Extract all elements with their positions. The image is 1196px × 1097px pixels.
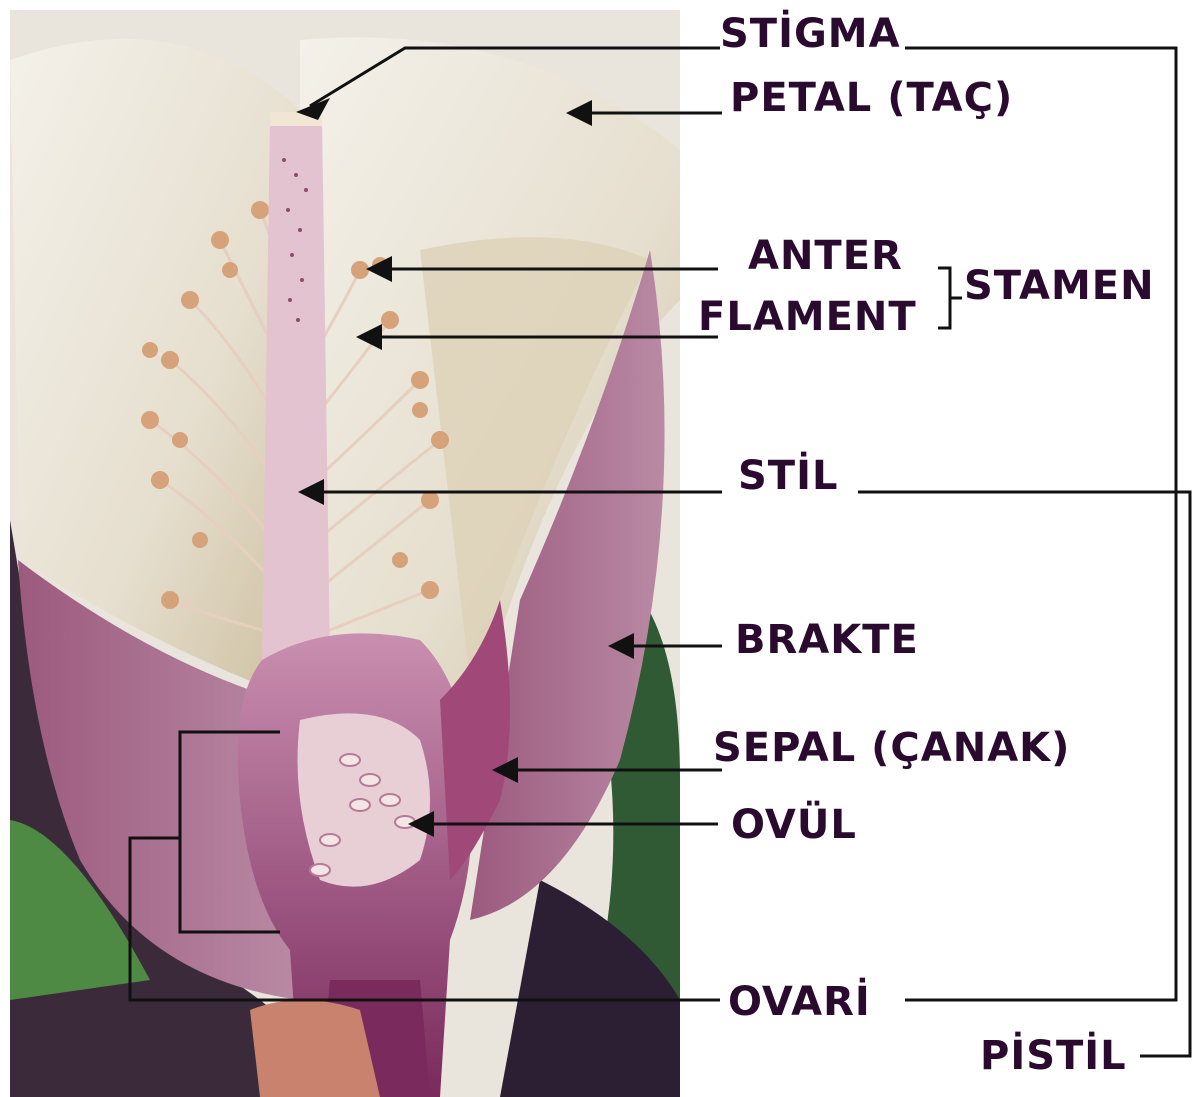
style-column (262, 118, 330, 660)
label-ovari: OVARİ (728, 982, 871, 1022)
label-brakte: BRAKTE (735, 620, 919, 660)
lower-petal (250, 1000, 380, 1097)
label-pistil: PİSTİL (980, 1036, 1127, 1076)
label-ovul: OVÜL (731, 805, 857, 845)
label-stamen: STAMEN (964, 266, 1155, 306)
label-stigma: STİGMA (720, 14, 901, 54)
label-stil: STİL (738, 456, 838, 496)
label-flament: FLAMENT (698, 297, 917, 337)
label-sepal: SEPAL (ÇANAK) (713, 728, 1070, 768)
label-petal: PETAL (TAÇ) (730, 78, 1013, 118)
label-anter: ANTER (748, 236, 903, 276)
